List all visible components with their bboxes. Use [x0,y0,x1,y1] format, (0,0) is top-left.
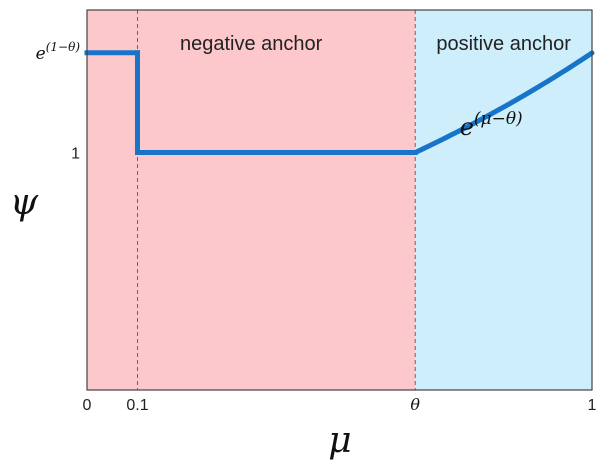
x-tick-labels: 0 0.1 θ 1 [83,395,597,414]
region-label-0: negative anchor [180,33,323,55]
plot-frame [86,9,593,391]
y-tick-labels: 1 e(1−θ) [36,40,81,162]
data-series [84,50,595,155]
y-tick-label-0: 1 [71,146,80,163]
region-band-0 [87,10,416,390]
exp-curve [412,50,595,155]
curve-annotations: e(μ−θ) [460,109,523,141]
x-tick-label-2: θ [410,395,420,414]
region-label-1: positive anchor [436,33,571,55]
plot-regions [87,10,592,390]
region-labels: negative anchor positive anchor [180,33,571,55]
region-band-1 [415,10,592,390]
x-axis-label: μ [328,420,351,461]
y-tick-label-1: e(1−θ) [36,40,81,64]
x-tick-label-3: 1 [588,397,597,414]
y-axis-label: ψ [10,182,39,223]
curve-annotation-0: e(μ−θ) [460,109,523,141]
x-tick-label-1: 0.1 [126,397,148,414]
x-tick-label-0: 0 [83,397,92,414]
